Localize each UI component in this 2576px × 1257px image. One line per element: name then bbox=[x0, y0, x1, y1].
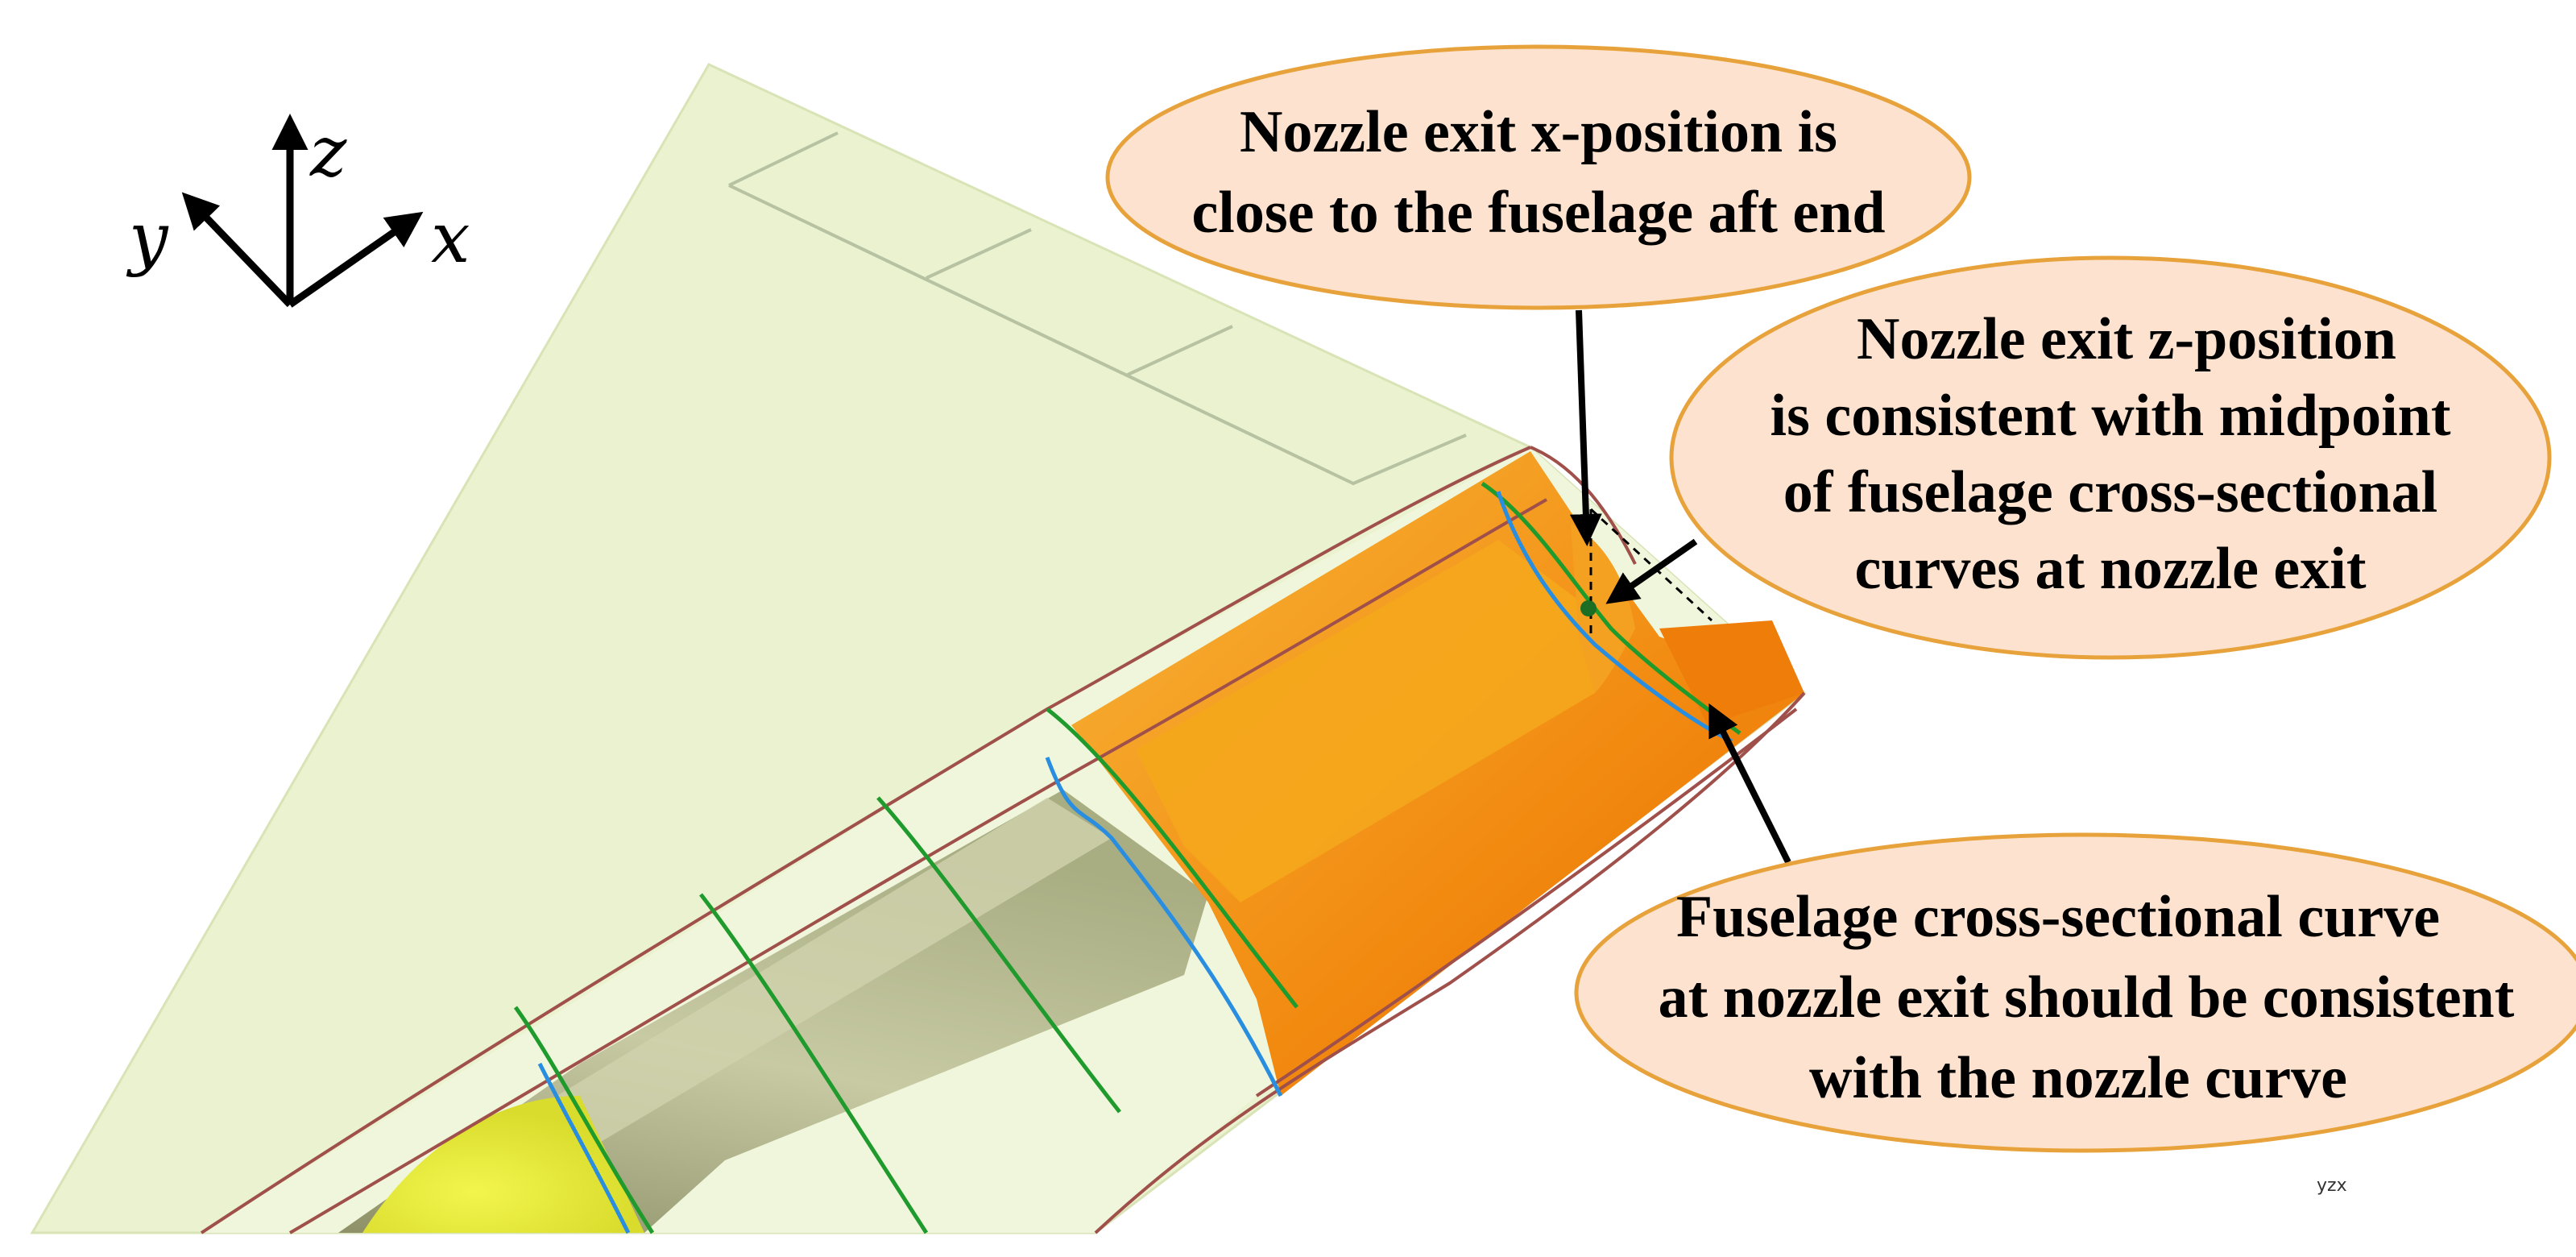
callout-nozzle-x-line-1: Nozzle exit x-position is bbox=[1240, 99, 1837, 165]
callout-nozzle-z-line-2: is consistent with midpoint bbox=[1770, 383, 2451, 449]
axis-label-y: y bbox=[126, 198, 169, 279]
callout-cross-section-line-2: at nozzle exit should be consistent bbox=[1659, 965, 2515, 1031]
callout-nozzle-z-line-1: Nozzle exit z-position bbox=[1857, 306, 2396, 372]
callout-nozzle-z-line-3: of fuselage cross-sectional bbox=[1783, 459, 2437, 525]
callout-cross-section-line-3: with the nozzle curve bbox=[1809, 1045, 2347, 1111]
nozzle-exit-midpoint bbox=[1580, 600, 1597, 616]
callout-nozzle-z-position: Nozzle exit z-position is consistent wit… bbox=[1669, 255, 2552, 660]
callout-nozzle-z-line-4: curves at nozzle exit bbox=[1855, 536, 2367, 602]
callout-cross-section-consistency: Fuselage cross-sectional curve at nozzle… bbox=[1574, 832, 2576, 1153]
fuselage-outline-curves bbox=[200, 446, 1806, 1234]
callout-arrows bbox=[1569, 309, 1791, 864]
arrow-nozzle-z bbox=[1605, 538, 1698, 604]
callout-nozzle-x-line-2: close to the fuselage aft end bbox=[1191, 180, 1885, 246]
callout-nozzle-x-position: Nozzle exit x-position is close to the f… bbox=[1105, 44, 1972, 310]
inlet-duct-highlight bbox=[451, 798, 1112, 1193]
nozzle-curves-blue bbox=[537, 491, 1733, 1234]
corner-triad-label: yzx bbox=[2317, 1176, 2347, 1196]
nozzle-inner bbox=[1136, 540, 1595, 902]
wing-panel-lines bbox=[728, 131, 1467, 486]
corner-triad-icon: yzx bbox=[2317, 1176, 2347, 1196]
arrow-nozzle-x bbox=[1569, 309, 1602, 546]
axis-triad bbox=[181, 114, 424, 308]
axis-label-z: z bbox=[309, 112, 347, 193]
callout-cross-section-line-1: Fuselage cross-sectional curve bbox=[1676, 884, 2440, 950]
nozzle-exit bbox=[1571, 524, 1635, 693]
arrow-cross-section bbox=[1708, 703, 1791, 864]
axis-label-x: x bbox=[431, 198, 470, 279]
cross-section-curves-green bbox=[513, 481, 1741, 1234]
